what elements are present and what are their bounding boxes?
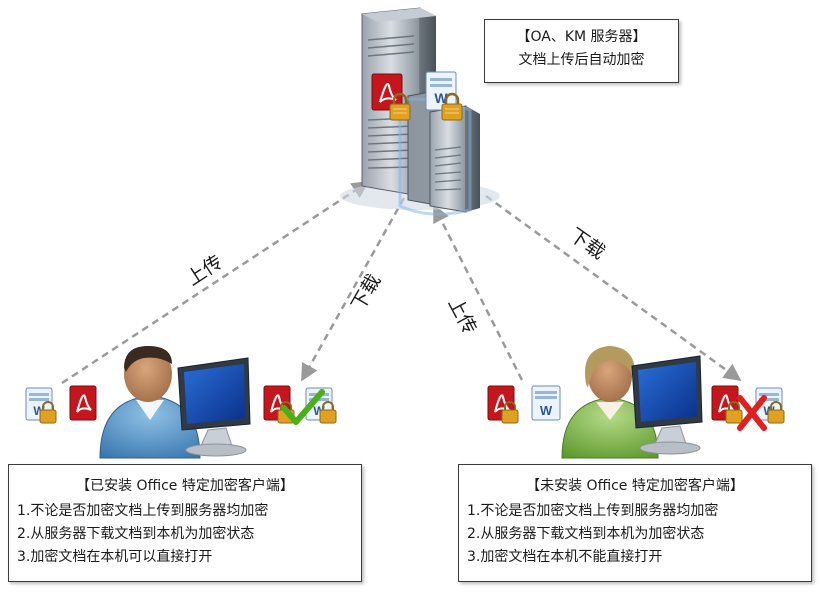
client-right-line-3: 3.加密文档在本机不能直接打开: [467, 549, 663, 565]
lock-icon: [389, 92, 411, 121]
client-right-title: 【未安装 Office 特定加密客户端】: [526, 478, 744, 494]
server-subtitle: 文档上传后自动加密: [518, 52, 645, 68]
lock-icon: [39, 401, 57, 424]
server-icon: [340, 7, 500, 216]
arrow-left-upload: [61, 180, 370, 385]
check-icon: [281, 389, 325, 425]
arrows: [61, 180, 742, 385]
monitor-icon: [177, 357, 251, 457]
client-left-title: 【已安装 Office 特定加密客户端】: [76, 478, 294, 494]
client-left-line-3: 3.加密文档在本机可以直接打开: [17, 549, 213, 565]
client-right-line-2: 2.从服务器下载文档到本机为加密状态: [467, 526, 705, 542]
lock-icon: [501, 401, 519, 424]
lock-icon: [441, 92, 463, 121]
client-left-caption-box: 【已安装 Office 特定加密客户端】 1.不论是否加密文档上传到服务器均加密…: [8, 464, 362, 582]
label-right-download: 下载: [565, 224, 609, 264]
client-right-caption-box: 【未安装 Office 特定加密客户端】 1.不论是否加密文档上传到服务器均加密…: [458, 464, 812, 582]
arrow-right-upload: [432, 204, 524, 381]
client-right-line-1: 1.不论是否加密文档上传到服务器均加密: [467, 503, 719, 519]
user-female-icon: [561, 346, 659, 459]
server-title: 【OA、KM 服务器】: [516, 29, 647, 45]
server-caption-box: 【OA、KM 服务器】 文档上传后自动加密: [484, 19, 679, 83]
word-doc-icon: W: [531, 385, 561, 421]
cross-icon: [737, 395, 767, 431]
label-left-download: 下载: [347, 271, 385, 315]
client-left-line-1: 1.不论是否加密文档上传到服务器均加密: [17, 503, 269, 519]
arrow-right-download: [485, 194, 742, 382]
svg-text:W: W: [540, 403, 553, 418]
lock-icon: [319, 401, 337, 424]
client-left-line-2: 2.从服务器下载文档到本机为加密状态: [17, 526, 255, 542]
monitor-icon: [631, 355, 703, 455]
lock-icon: [725, 401, 743, 424]
word-doc-icon: W: [425, 71, 457, 111]
user-male-icon: [99, 346, 201, 459]
label-right-upload: 上传: [444, 294, 481, 338]
lock-icon: [767, 401, 785, 424]
label-left-upload: 上传: [183, 251, 227, 290]
pdf-icon: [69, 385, 97, 421]
arrow-left-download: [300, 197, 406, 382]
